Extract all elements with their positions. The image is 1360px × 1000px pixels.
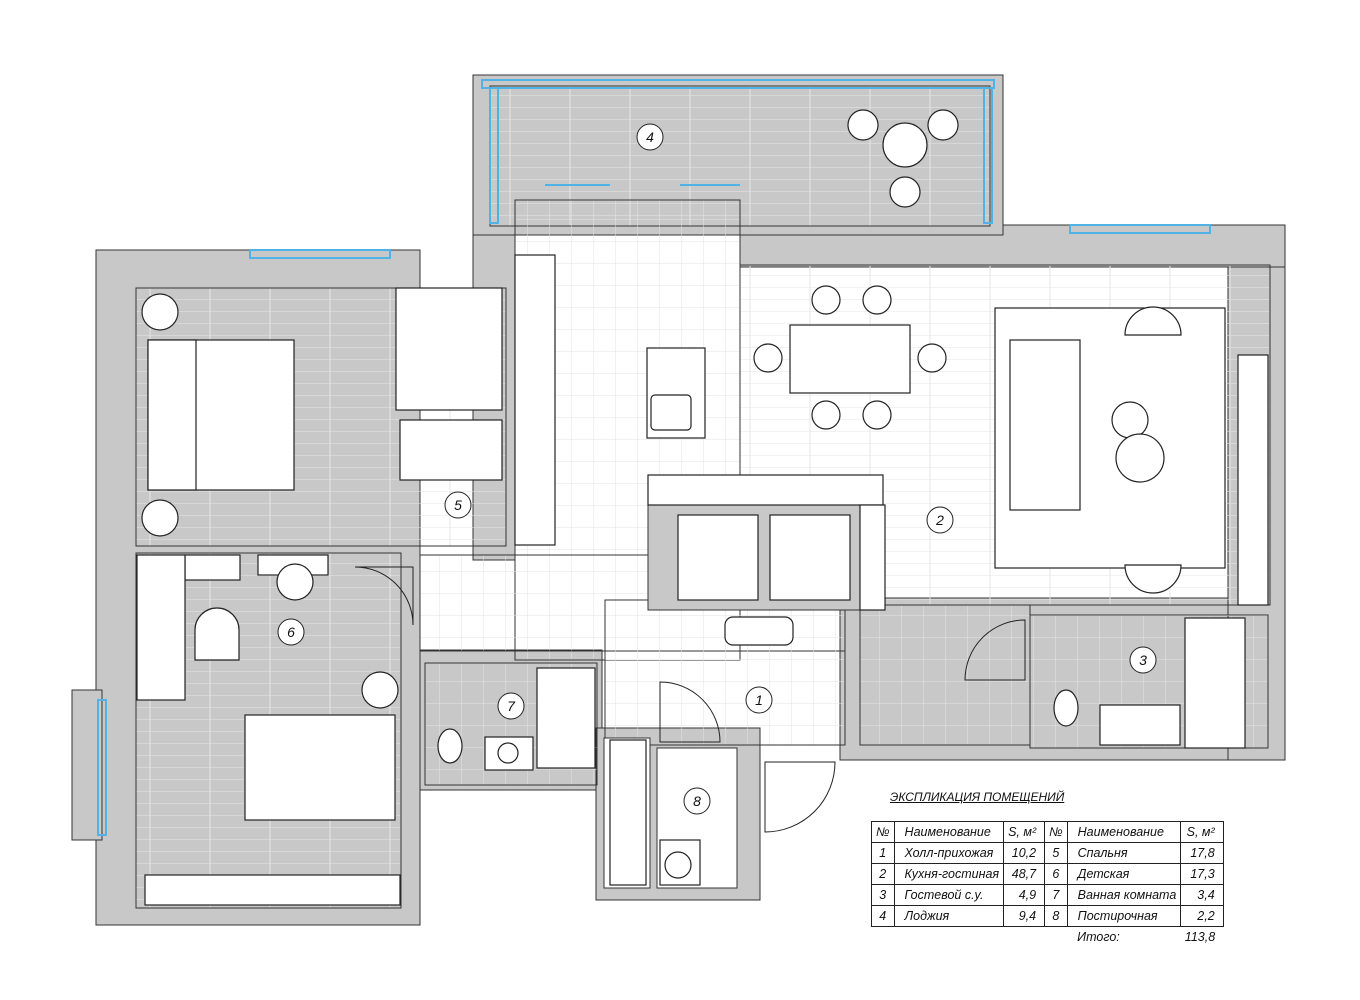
windows [97,79,1211,836]
table-cell: 10,2 [1003,842,1046,864]
table-cell: 17,3 [1180,863,1224,885]
table-cell: 1 [871,842,895,864]
table-cell: 3,4 [1180,884,1224,906]
table-cell: S, м² [1003,821,1046,843]
table-cell: 6 [1044,863,1068,885]
doors [354,566,1026,833]
explication-title: ЭКСПЛИКАЦИЯ ПОМЕЩЕНИЙ [890,790,1065,804]
total-value: 113,8 [1184,930,1216,944]
table-cell: 48,7 [1003,863,1046,885]
table-cell: 2,2 [1180,905,1224,927]
room-label-8: 8 [683,787,711,815]
table-cell: Наименование [893,821,1005,843]
table-cell: Наименование [1066,821,1182,843]
table-cell: Лоджия [893,905,1005,927]
table-cell: 3 [1139,652,1147,668]
room-label-4: 4 [636,123,664,151]
table-cell: 7 [1044,884,1068,906]
table-cell: 8 [1044,905,1068,927]
total-label: Итого: [1077,930,1120,944]
room-label-2: 2 [926,506,954,534]
table-cell: Спальня [1066,842,1182,864]
room-label-3: 3 [1129,646,1157,674]
room-label-6: 6 [277,618,305,646]
table-cell: Холл-прихожая [893,842,1005,864]
table-cell: 3 [871,884,895,906]
table-cell: 5 [1044,842,1068,864]
dining-table [789,324,911,394]
bed-kids [244,714,396,821]
table-cell: № [871,821,895,843]
loggia-table [882,122,928,168]
table-cell: № [1044,821,1068,843]
table-cell: Постирочная [1066,905,1182,927]
table-cell: Ванная комната [1066,884,1182,906]
table-cell: 4,9 [1003,884,1046,906]
table-cell: 9,4 [1003,905,1046,927]
bathtub [1184,617,1246,749]
furniture [136,109,1269,906]
table-cell: 8 [693,793,701,809]
table-cell: 4 [871,905,895,927]
table-cell: 4 [646,129,654,145]
table-cell: 6 [287,624,295,640]
sofa [1009,339,1081,511]
table-cell: 17,8 [1180,842,1224,864]
table-header: № Наименование S, м² № Наименование S, м… [871,821,1224,843]
table-cell: S, м² [1180,821,1224,843]
table-cell: 7 [507,698,516,714]
table-cell: Детская [1066,863,1182,885]
room-label-1: 1 [745,686,773,714]
room-label-5: 5 [444,491,472,519]
table-total-row: Итого: 113,8 [872,927,1224,948]
table-cell: Кухня-гостиная [893,863,1005,885]
table-cell: 1 [755,692,763,708]
table-cell: Гостевой с.у. [893,884,1005,906]
room-labels: 4 5 2 6 3 7 1 8 [277,123,1157,815]
table-cell: 2 [935,512,944,528]
room-label-7: 7 [497,692,525,720]
table-cell: 2 [871,863,895,885]
table-cell: 5 [454,497,462,513]
